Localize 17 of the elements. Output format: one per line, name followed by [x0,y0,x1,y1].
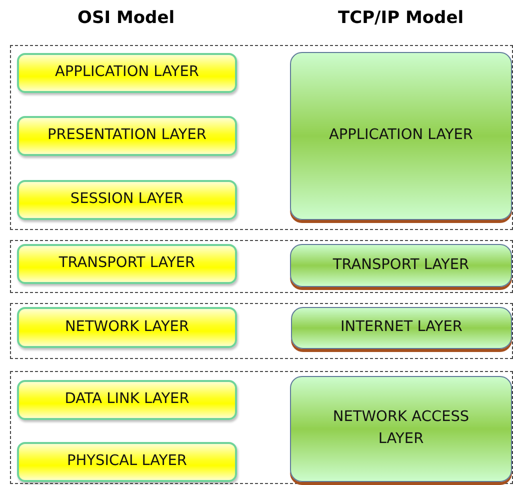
column-heading: OSI Model [78,8,175,28]
osi-layer-box: TRANSPORT LAYER [17,244,237,284]
osi-layer-box: SESSION LAYER [17,180,237,220]
osi-layer-box: NETWORK LAYER [17,307,237,348]
tcp-ip-layer-box: NETWORK ACCESS LAYER [290,376,512,482]
osi-layer-box: DATA LINK LAYER [17,380,237,420]
dashed-group-frame [10,303,513,359]
dashed-group-frame [10,240,513,293]
dashed-group-frame [10,45,513,230]
tcp-ip-layer-box: APPLICATION LAYER [290,52,512,220]
tcp-ip-layer-box: TRANSPORT LAYER [290,244,512,287]
osi-layer-box: PHYSICAL LAYER [17,442,237,482]
tcp-ip-layer-box: INTERNET LAYER [291,307,512,349]
osi-layer-box: PRESENTATION LAYER [17,116,237,156]
dashed-group-frame [10,371,513,484]
osi-layer-box: APPLICATION LAYER [17,53,237,93]
column-heading: TCP/IP Model [338,8,464,28]
